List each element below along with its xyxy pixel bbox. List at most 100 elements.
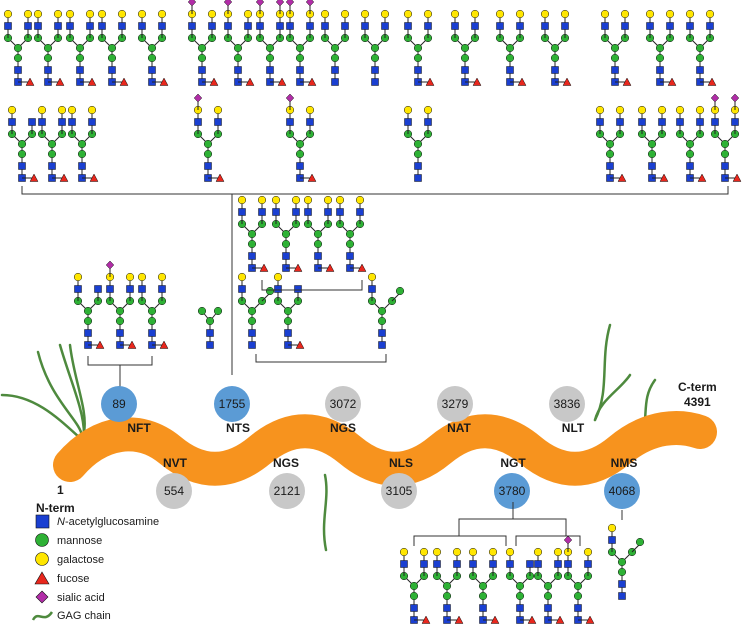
glycosite-circle-3072	[325, 386, 361, 422]
n-term-number: 1	[57, 483, 64, 497]
legend: N-acetylglucosamine mannose galactose fu…	[31, 514, 159, 622]
sequon-motif: NGS	[330, 421, 356, 435]
glycan-structure	[304, 196, 334, 271]
glycan-structure	[686, 10, 716, 85]
glycan-structure	[646, 10, 676, 85]
bracket-3072-lower	[255, 354, 387, 363]
gag-chain	[36, 350, 84, 438]
glycan-structure	[138, 273, 168, 348]
glycan-structure	[638, 106, 668, 181]
glycan-structure	[541, 10, 571, 85]
gag-chain	[322, 473, 328, 552]
glycan-structure	[286, 0, 316, 86]
glycosite-number: 554	[164, 484, 184, 498]
glycan-structure	[469, 548, 499, 623]
glycan-structure	[564, 536, 594, 624]
glycan-structure	[336, 196, 366, 271]
sequon-motif: NMS	[611, 456, 638, 470]
glycosite-number: 1755	[219, 397, 246, 411]
legend-mannose: mannose	[57, 535, 102, 547]
glycosite-circle-3836	[549, 386, 585, 422]
glycan-structure	[34, 10, 64, 85]
glycosite-number: 3780	[499, 484, 526, 498]
glycosite-circle-3279	[437, 386, 473, 422]
glycosite-circle-4068	[604, 473, 640, 509]
sequon-motif: NVT	[163, 456, 188, 470]
legend-gag: GAG chain	[57, 610, 111, 622]
glycosite-number: 3836	[554, 397, 581, 411]
glycan-structure	[256, 0, 286, 86]
glycosite-number: 4068	[609, 484, 636, 498]
glycosite-number: 89	[112, 397, 126, 411]
glycan-structure	[8, 106, 38, 181]
glycan-structure	[38, 106, 68, 181]
glycan-structure	[74, 273, 104, 348]
glycosite-circle-89	[101, 386, 137, 422]
glycosite-number: 3072	[330, 397, 357, 411]
glycan-structure	[601, 10, 631, 85]
glycan-structure	[138, 10, 168, 85]
glycosite-number: 3105	[386, 484, 413, 498]
glycan-structure	[188, 0, 218, 86]
legend-glcnac: N-acetylglucosamine	[57, 516, 159, 528]
sequon-motif: NGT	[500, 456, 526, 470]
glycan-structure	[404, 10, 434, 85]
glycan-structure	[66, 10, 96, 85]
c-term-label: C-term	[678, 380, 717, 394]
glycan-structure	[506, 548, 536, 623]
c-term-number: 4391	[684, 395, 711, 409]
glycosite-number: 3279	[442, 397, 469, 411]
sequon-motif: NTS	[226, 421, 250, 435]
glycan-structure	[4, 10, 34, 85]
glycan-structure	[106, 261, 136, 349]
galactose-legend-icon	[35, 552, 49, 566]
sequon-motif: NFT	[127, 421, 151, 435]
sequon-motif: NAT	[447, 421, 471, 435]
glycosite-number: 2121	[274, 484, 301, 498]
bracket-3072-upper	[261, 280, 363, 291]
glycan-structure	[68, 106, 98, 181]
glycan-structure	[433, 548, 463, 623]
glycosite-circle-1755	[214, 386, 250, 422]
gag-chain	[593, 373, 632, 422]
bracket-1755-top	[21, 186, 729, 195]
glycosite-circle-3105	[381, 473, 417, 509]
protein-backbone	[53, 411, 717, 486]
glycan-group-3780	[400, 502, 594, 624]
gag-chain	[68, 343, 86, 434]
glycan-structure	[224, 0, 254, 86]
sequon-motif: NLT	[562, 421, 585, 435]
bracket-3780-left	[413, 535, 507, 546]
glycan-structure	[711, 94, 741, 182]
glycan-structure	[496, 10, 526, 85]
glycan-structure	[274, 273, 304, 348]
glycan-group-89	[74, 261, 168, 388]
glycan-structure	[98, 10, 128, 85]
gag-legend-icon	[31, 611, 54, 621]
glycan-structure	[608, 524, 644, 599]
glycan-structure	[321, 10, 349, 85]
glycan-structure	[404, 106, 432, 181]
bracket-3780-right	[515, 535, 581, 546]
sequon-motif: NGS	[273, 456, 299, 470]
sialic-acid-legend-icon	[35, 590, 49, 604]
glycan-structure	[451, 10, 481, 85]
glycan-structure	[286, 94, 316, 182]
glycosite-circle-554	[156, 473, 192, 509]
glycan-structure	[238, 196, 268, 271]
glycan-structure	[534, 548, 564, 623]
legend-fucose: fucose	[57, 573, 89, 585]
mannose-legend-icon	[35, 533, 49, 547]
gag-chain	[0, 393, 82, 440]
glcnac-legend-icon	[35, 514, 50, 529]
bracket-89	[87, 356, 153, 366]
legend-sialic: sialic acid	[57, 592, 105, 604]
glycan-structure	[596, 106, 626, 181]
glycosite-circle-3780	[494, 473, 530, 509]
glycan-structure	[400, 548, 430, 623]
n-term-label: N-term	[36, 501, 75, 515]
fucose-legend-icon	[34, 571, 50, 585]
glycan-group-1755	[4, 0, 741, 375]
